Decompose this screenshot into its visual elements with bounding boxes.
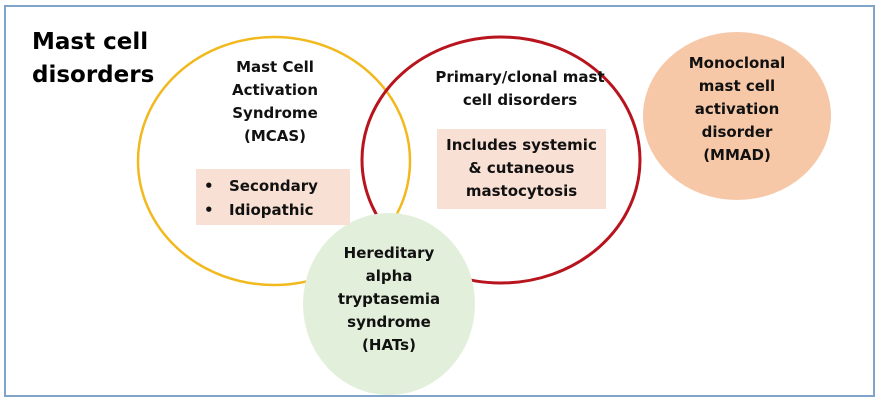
mcas-subtypes-box: Secondary Idiopathic bbox=[196, 169, 350, 225]
diagram-frame bbox=[4, 5, 875, 397]
mcas-subtypes-list: Secondary Idiopathic bbox=[196, 174, 350, 222]
primary-clonal-label-line: Primary/clonal mast bbox=[435, 68, 605, 86]
mcas-label-line: (MCAS) bbox=[243, 127, 307, 145]
hats-label: Hereditary alpha tryptasemia syndrome (H… bbox=[314, 242, 464, 357]
primary-clonal-note: Includes systemic & cutaneous mastocytos… bbox=[437, 129, 606, 203]
diagram-title: Mast cell disorders bbox=[32, 26, 154, 92]
mcas-label-line: Mast Cell bbox=[236, 58, 314, 76]
mcas-circle bbox=[136, 35, 412, 287]
mmad-label-line: Monoclonal bbox=[688, 54, 786, 72]
mmad-circle bbox=[643, 32, 831, 200]
primary-clonal-circle bbox=[360, 35, 642, 285]
note-line: mastocytosis bbox=[465, 182, 578, 200]
mcas-label: Mast Cell Activation Syndrome (MCAS) bbox=[200, 56, 350, 148]
mmad-label-line: (MMAD) bbox=[703, 146, 771, 164]
hats-label-line: syndrome bbox=[347, 313, 431, 331]
mmad-label-line: disorder bbox=[701, 123, 773, 141]
primary-clonal-label-line: cell disorders bbox=[462, 91, 578, 109]
mmad-label: Monoclonal mast cell activation disorder… bbox=[662, 52, 812, 167]
title-line: Mast cell bbox=[32, 29, 149, 55]
primary-clonal-label: Primary/clonal mast cell disorders bbox=[420, 66, 620, 112]
hats-circle bbox=[303, 213, 475, 395]
hats-label-line: alpha bbox=[365, 267, 413, 285]
note-line: Includes systemic bbox=[446, 136, 597, 154]
hats-label-line: Hereditary bbox=[343, 244, 435, 262]
mcas-label-line: Activation bbox=[231, 81, 318, 99]
mcas-subtype-item: Secondary bbox=[196, 174, 350, 198]
hats-label-line: tryptasemia bbox=[337, 290, 441, 308]
mmad-label-line: mast cell bbox=[698, 77, 776, 95]
title-line: disorders bbox=[32, 62, 155, 88]
note-line: & cutaneous bbox=[468, 159, 575, 177]
mmad-label-line: activation bbox=[694, 100, 780, 118]
mcas-subtype-item: Idiopathic bbox=[196, 198, 350, 222]
primary-clonal-note-box: Includes systemic & cutaneous mastocytos… bbox=[437, 129, 606, 209]
mcas-label-line: Syndrome bbox=[232, 104, 318, 122]
hats-label-line: (HATs) bbox=[362, 336, 416, 354]
